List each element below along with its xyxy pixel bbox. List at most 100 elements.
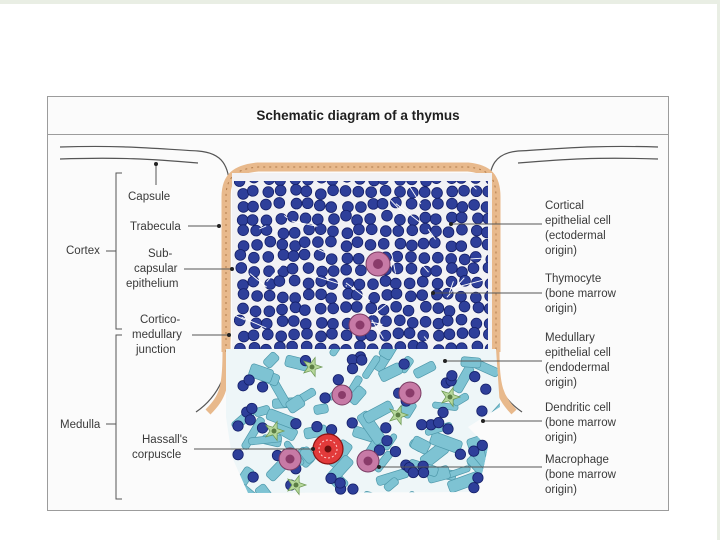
- thymocyte: [263, 252, 274, 263]
- svg-text:capsular: capsular: [134, 263, 178, 275]
- thymocyte: [419, 187, 430, 198]
- thymocyte: [299, 237, 310, 248]
- medulla-thymocyte: [335, 478, 345, 488]
- thymocyte: [432, 252, 443, 263]
- thymocyte: [340, 186, 351, 197]
- thymocyte: [354, 279, 365, 290]
- thymocyte: [417, 290, 428, 301]
- thymocyte: [277, 316, 288, 327]
- svg-text:Thymocyte: Thymocyte: [545, 273, 601, 285]
- medulla-thymocyte: [348, 484, 358, 494]
- thymocyte: [238, 188, 249, 199]
- thymocyte: [288, 316, 299, 327]
- medulla-macrophage-3: [357, 450, 379, 472]
- thymocyte: [275, 185, 286, 196]
- thymocyte: [354, 224, 365, 235]
- thymocyte: [238, 331, 249, 342]
- thymocyte: [380, 276, 391, 287]
- svg-text:origin): origin): [545, 377, 577, 389]
- label-trabecula: Trabecula: [130, 221, 221, 233]
- thymocyte: [341, 330, 352, 341]
- thymocyte: [368, 279, 379, 290]
- medulla-thymocyte: [247, 403, 257, 413]
- thymocyte: [406, 263, 417, 274]
- thymocyte: [260, 199, 271, 210]
- thymocyte: [407, 225, 418, 236]
- svg-text:(endodermal: (endodermal: [545, 362, 610, 374]
- thymocyte: [471, 225, 482, 236]
- thymocyte: [433, 198, 444, 209]
- thymocyte: [356, 202, 367, 213]
- thymocyte: [287, 211, 298, 222]
- thymocyte: [418, 238, 429, 249]
- medullary-epithelial-cell: [402, 490, 432, 512]
- thymocyte: [446, 241, 457, 252]
- thymocyte: [420, 212, 431, 223]
- thymocyte: [315, 224, 326, 235]
- thymocyte: [287, 263, 298, 274]
- svg-text:epithelial cell: epithelial cell: [545, 347, 611, 359]
- svg-text:epithelial cell: epithelial cell: [545, 215, 611, 227]
- thymocyte: [289, 227, 300, 238]
- thymocyte: [471, 186, 482, 197]
- medulla-thymocyte: [257, 382, 267, 392]
- thymocyte: [326, 293, 337, 304]
- thymocyte: [431, 266, 442, 277]
- thymocyte: [315, 303, 326, 314]
- medulla-thymocyte: [233, 449, 243, 459]
- thymocyte: [469, 200, 480, 211]
- thymocyte: [381, 316, 392, 327]
- thymocyte: [288, 251, 299, 262]
- thymocyte: [366, 224, 377, 235]
- thymocyte: [391, 288, 402, 299]
- thymocyte: [442, 315, 453, 326]
- medulla-thymocyte: [333, 375, 343, 385]
- thymocyte: [407, 317, 418, 328]
- thymocyte: [419, 253, 430, 264]
- svg-text:epithelium: epithelium: [126, 278, 178, 290]
- thymocyte: [382, 210, 393, 221]
- label-corticomedullary: Cortico- medullary junction: [132, 314, 231, 356]
- thymocyte: [303, 278, 314, 289]
- thymocyte: [328, 185, 339, 196]
- medulla-thymocyte: [416, 419, 426, 429]
- svg-text:Sub-: Sub-: [148, 248, 172, 260]
- svg-text:Medullary: Medullary: [545, 332, 595, 344]
- medulla-thymocyte: [248, 472, 258, 482]
- thymocyte: [276, 331, 287, 342]
- thymocyte: [235, 249, 246, 260]
- thymocyte: [430, 214, 441, 225]
- thymocyte: [432, 278, 443, 289]
- svg-text:(ectodermal: (ectodermal: [545, 230, 606, 242]
- thymocyte: [248, 330, 259, 341]
- thymocyte: [395, 186, 406, 197]
- medullary-epithelial-cell: [362, 491, 381, 505]
- thymocyte: [394, 315, 405, 326]
- thymocyte: [248, 201, 259, 212]
- thymocyte: [291, 184, 302, 195]
- thymocyte: [342, 228, 353, 239]
- thymocyte: [403, 305, 414, 316]
- cortex-bracket: [116, 173, 122, 329]
- thymocyte: [433, 330, 444, 341]
- label-dendritic: Dendritic cell (bone marrow origin): [481, 402, 617, 444]
- svg-text:Cortical: Cortical: [545, 200, 584, 212]
- medulla-thymocyte: [443, 424, 453, 434]
- medulla-thymocyte: [447, 370, 457, 380]
- medulla-macrophage-4: [332, 385, 352, 405]
- medulla-thymocyte: [347, 363, 357, 373]
- thymocyte: [252, 240, 263, 251]
- thymocyte: [341, 241, 352, 252]
- medulla-bracket: [116, 335, 122, 499]
- thymocyte: [447, 212, 458, 223]
- thymocyte: [341, 210, 352, 221]
- thymocyte: [406, 252, 417, 263]
- thymocyte: [302, 328, 313, 339]
- thymocyte: [406, 240, 417, 251]
- thymocyte: [395, 214, 406, 225]
- medulla-thymocyte: [245, 415, 255, 425]
- svg-text:(bone marrow: (bone marrow: [545, 417, 617, 429]
- medulla-thymocyte: [320, 393, 330, 403]
- medulla-thymocyte: [326, 425, 336, 435]
- thymocyte: [276, 213, 287, 224]
